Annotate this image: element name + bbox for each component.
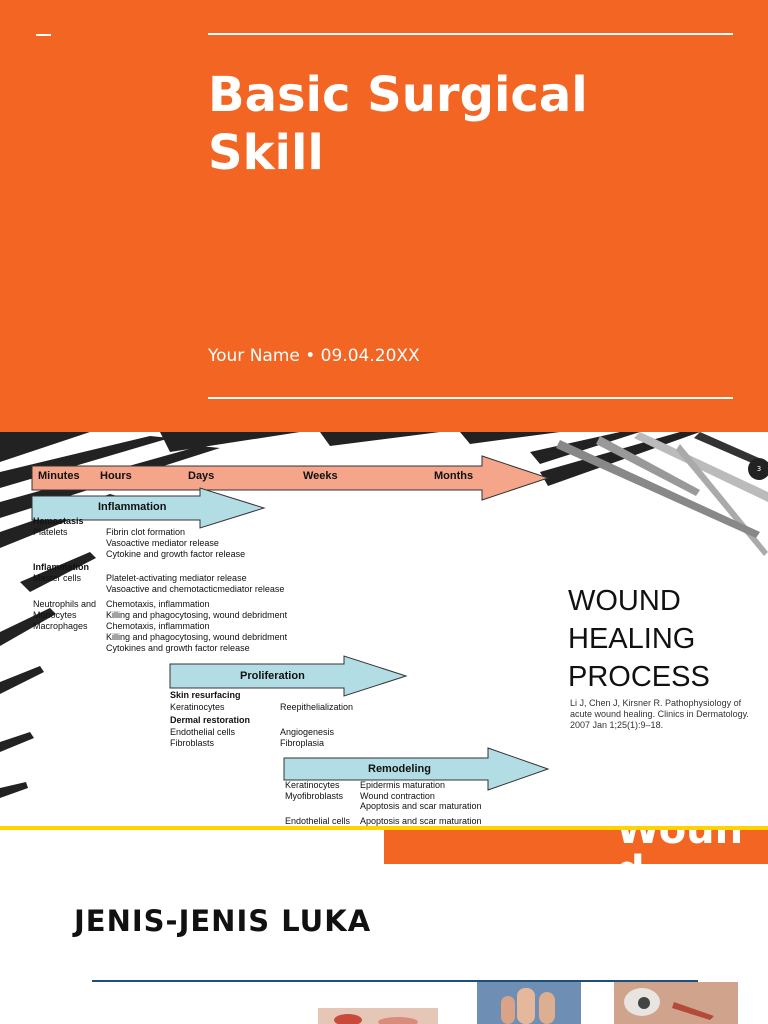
banner-text: Woun — [616, 830, 744, 853]
table-cell-cell-type: Endothelial cells — [285, 815, 351, 826]
bottom-rule — [208, 397, 733, 399]
table-cell-function: Reepithelialization — [280, 701, 354, 712]
table-cell-cell-type: Monocytes — [33, 610, 77, 620]
table-cell-function: Cytokines and growth factor release — [106, 643, 250, 653]
wound-photo-2 — [477, 982, 581, 1024]
title-rule — [92, 980, 698, 982]
wound-healing-slide[interactable]: 3 Minutes Hours Days Weeks Months Inflam… — [0, 432, 768, 828]
table-section-heading: Dermal restoration — [170, 715, 251, 725]
yellow-divider — [0, 826, 768, 830]
slide-title: Basic Surgical Skill — [208, 66, 728, 182]
decorative-stripes — [0, 432, 768, 798]
table-cell-function: Chemotaxis, inflammation — [106, 621, 210, 631]
slide-marker — [36, 34, 51, 36]
table-cell-function: Platelet-activating mediator release — [106, 573, 247, 583]
wound-photo-3 — [614, 982, 738, 1024]
wound-types-slide[interactable]: Woun d JENIS-JENIS LUKA — [0, 830, 768, 1024]
table-cell-function: Fibroplasia — [280, 738, 325, 748]
wound-healing-heading: WOUND HEALING PROCESS — [568, 582, 710, 696]
citation: Li J, Chen J, Kirsner R. Pathophysiology… — [570, 698, 749, 730]
table-cell-cell-type: Macrophages — [33, 621, 88, 631]
table-section-heading: Skin resurfacing — [170, 690, 241, 700]
table-cell-cell-type: Master cells — [33, 573, 82, 583]
timeline-label: Weeks — [303, 470, 338, 482]
table-cell-function: Wound contraction — [360, 790, 435, 801]
title-line-1: Basic Surgical — [208, 67, 588, 123]
title-slide[interactable]: Basic Surgical Skill Your Name • 09.04.2… — [0, 0, 768, 432]
table-cell-cell-type: Keratinocytes — [285, 780, 340, 790]
title-line-2: Skill — [208, 125, 324, 181]
table-cell-function: Apoptosis and scar maturation — [360, 815, 482, 826]
table-cell-cell-type: Fibroblasts — [170, 738, 215, 748]
timeline-label: Days — [188, 470, 215, 482]
table-cell-cell-type: Myofibroblasts — [285, 790, 344, 801]
table-section-heading: Inflammation — [33, 562, 90, 572]
phase-label-proliferation: Proliferation — [240, 670, 305, 682]
table-cell-function: Apoptosis and scar maturation — [360, 801, 482, 811]
table-cell-function: Chemotaxis, inflammation — [106, 599, 210, 609]
table-cell-cell-type: Platelets — [33, 527, 68, 537]
table-cell-function: Killing and phagocytosing, wound debridm… — [106, 610, 288, 620]
heading-line: HEALING — [568, 623, 696, 655]
table-cell-function: Cytokine and growth factor release — [106, 549, 246, 559]
table-cell-cell-type: Neutrophils and — [33, 599, 97, 609]
table-cell-function: Killing and phagocytosing, wound debridm… — [106, 632, 288, 642]
wound-photo-1 — [318, 1008, 438, 1024]
timeline-label: Hours — [100, 470, 132, 482]
timeline-label: Months — [434, 470, 474, 482]
heading-line: WOUND — [568, 585, 681, 617]
page-number-badge: 3 — [748, 458, 768, 480]
table-cell-function: Fibrin clot formation — [106, 527, 186, 537]
table-cell-function: Vasoactive and chemotacticmediator relea… — [106, 584, 285, 594]
banner-text: d — [616, 848, 645, 864]
table-cell-function: Angiogenesis — [280, 726, 335, 737]
table-cell-cell-type: Endothelial cells — [170, 726, 236, 737]
phase-label-remodeling: Remodeling — [368, 763, 431, 775]
table-cell-cell-type: Keratinocytes — [170, 701, 225, 712]
orange-banner: Woun d — [384, 830, 768, 864]
top-rule — [208, 33, 733, 35]
slide-subtitle: Your Name • 09.04.20XX — [208, 346, 420, 366]
table-section-heading: Hemostasis — [33, 516, 84, 526]
table-cell-function: Epidermis maturation — [360, 780, 446, 790]
phase-label-inflammation: Inflammation — [98, 501, 167, 513]
timeline-label: Minutes — [38, 470, 80, 482]
slide-title: JENIS-JENIS LUKA — [74, 904, 372, 938]
table-cell-function: Vasoactive mediator release — [106, 538, 219, 548]
heading-line: PROCESS — [568, 661, 710, 693]
